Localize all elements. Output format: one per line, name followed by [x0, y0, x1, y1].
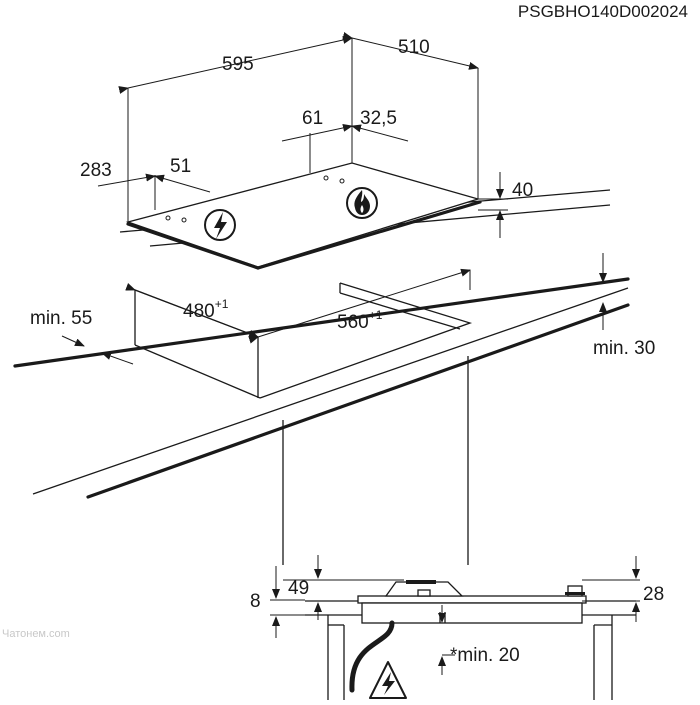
section-dimensions	[270, 555, 640, 675]
lightning-bolt-icon	[204, 209, 236, 241]
section-gap-label: 8	[250, 591, 261, 612]
gas-offset-x-label: 61	[302, 108, 323, 129]
flame-icon	[346, 187, 378, 219]
cutout-depth-label: 480+1	[183, 297, 229, 322]
cutout-width-tolerance: +1	[369, 308, 383, 322]
section-view	[305, 580, 636, 700]
cutout-width-label: 560+1	[337, 308, 383, 333]
hob-width-label: 595	[222, 54, 254, 75]
section-height-label: 28	[643, 584, 664, 605]
electrical-hazard-warning-icon	[369, 661, 407, 699]
section-depth-label: 49	[288, 578, 309, 599]
elec-offset-x-label: 283	[80, 160, 112, 181]
min-back-clearance-label: min. 30	[593, 338, 655, 359]
cutout-depth-value: 480	[183, 301, 215, 322]
section-clearance-label: *min. 20	[450, 645, 520, 666]
hob-depth-label: 510	[398, 37, 430, 58]
watermark: Чатонем.com	[2, 628, 70, 640]
elec-offset-y-label: 51	[170, 156, 191, 177]
hob-height-label: 40	[512, 180, 533, 201]
cutout-width-value: 560	[337, 312, 369, 333]
gas-offset-y-label: 32,5	[360, 108, 397, 129]
cutout-depth-tolerance: +1	[215, 297, 229, 311]
cutout-dimensions	[61, 253, 607, 365]
hob-dimensions	[97, 32, 508, 238]
drawing-code: PSGBHO140D002024	[518, 2, 688, 21]
min-front-clearance-label: min. 55	[30, 308, 92, 329]
worktop-cutout	[13, 277, 630, 565]
